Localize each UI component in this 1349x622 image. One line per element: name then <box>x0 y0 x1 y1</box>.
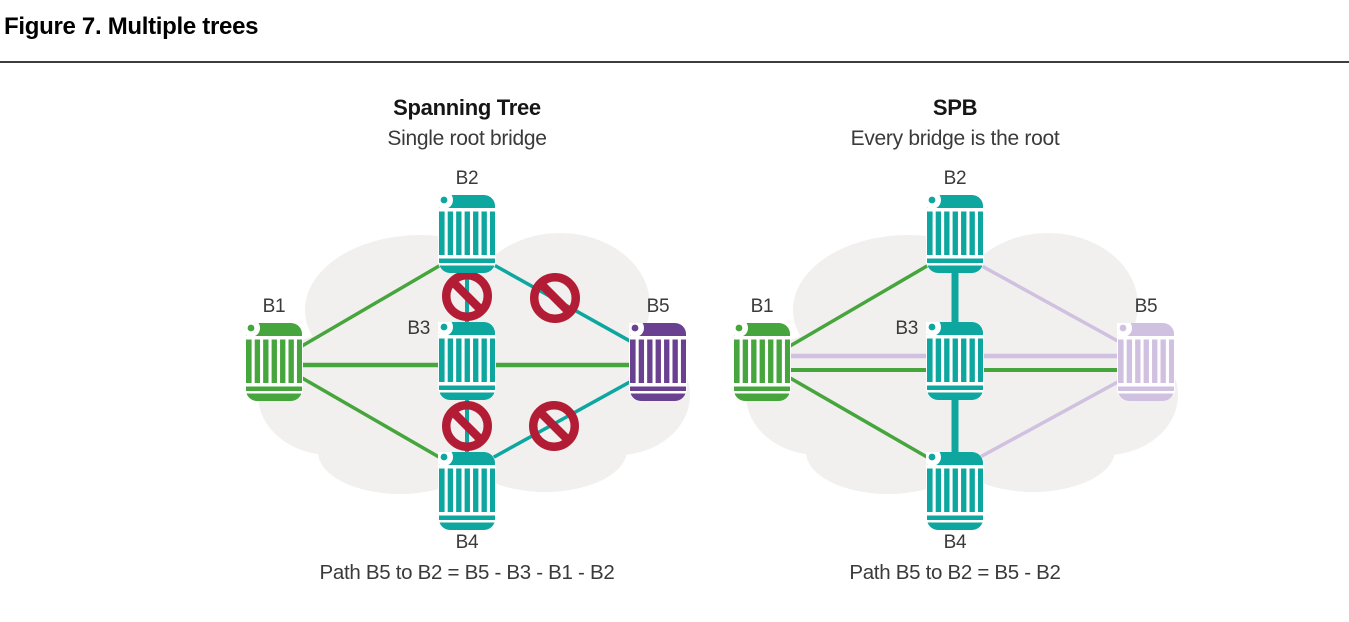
spb-link-b1-b4 <box>777 369 940 466</box>
title-divider <box>0 61 1349 63</box>
bridge-icon <box>435 191 496 273</box>
spb-bridge-b1: B1 <box>730 296 791 401</box>
st-bridge-b4-label: B4 <box>455 532 479 553</box>
spb-link-b5-b2 <box>970 258 1126 347</box>
spb-bridge-b2-label: B2 <box>943 168 967 189</box>
st-link-b1-b2 <box>289 257 452 355</box>
spanning-tree-path-caption: Path B5 to B2 = B5 - B3 - B1 - B2 <box>319 561 615 584</box>
spb-link-b5-b4 <box>970 376 1126 464</box>
bridge-icon <box>923 448 984 530</box>
bridge-icon <box>435 318 496 400</box>
spb-bridge-b1-label: B1 <box>750 296 774 317</box>
bridge-icon <box>730 319 791 401</box>
st-bridge-b3-label: B3 <box>407 318 430 339</box>
spb-bridge-b5-label: B5 <box>1134 296 1158 317</box>
bridge-icon <box>435 448 496 530</box>
spb-subtitle: Every bridge is the root <box>850 127 1060 151</box>
blocked-link-b2-b3-icon <box>442 271 492 321</box>
spb-bridge-b3: B3 <box>895 318 984 400</box>
spb-bridge-b3-label: B3 <box>895 318 918 339</box>
st-link-b1-b4 <box>289 369 452 466</box>
blocked-link-b4-b5-icon <box>529 401 579 451</box>
st-link-b4-b5 <box>484 376 638 464</box>
bridge-icon <box>242 319 303 401</box>
st-bridge-b3: B3 <box>407 318 496 400</box>
spb-link-b1-b2 <box>777 257 940 355</box>
st-bridge-b4: B4 <box>435 448 496 553</box>
spanning-tree-subtitle: Single root bridge <box>387 127 547 151</box>
spb-bridge-b4: B4 <box>923 448 984 553</box>
bridge-icon <box>923 318 984 400</box>
spb-header: SPB Every bridge is the root <box>720 95 1190 151</box>
bridge-icon <box>923 191 984 273</box>
figure-title: Figure 7. Multiple trees <box>4 13 259 40</box>
st-bridge-b1: B1 <box>242 296 303 401</box>
blocked-link-b2-b5-icon <box>530 273 580 323</box>
blocked-link-b3-b4-icon <box>442 401 492 451</box>
st-bridge-b5-label: B5 <box>646 296 670 317</box>
network-cloud-right <box>746 233 1178 494</box>
spanning-tree-title: Spanning Tree <box>393 95 541 120</box>
st-bridge-b1-label: B1 <box>262 296 286 317</box>
st-bridge-b2-label: B2 <box>455 168 479 189</box>
spb-path-caption: Path B5 to B2 = B5 - B2 <box>849 561 1061 584</box>
bridge-icon <box>626 319 687 401</box>
bridge-icon <box>1114 319 1175 401</box>
spb-bridge-b4-label: B4 <box>943 532 967 553</box>
spanning-tree-header: Spanning Tree Single root bridge <box>232 95 702 151</box>
spb-bridge-b2: B2 <box>923 168 984 273</box>
st-bridge-b5: B5 <box>626 296 687 401</box>
spb-title: SPB <box>932 95 978 120</box>
spb-bridge-b5: B5 <box>1114 296 1175 401</box>
st-bridge-b2: B2 <box>435 168 496 273</box>
